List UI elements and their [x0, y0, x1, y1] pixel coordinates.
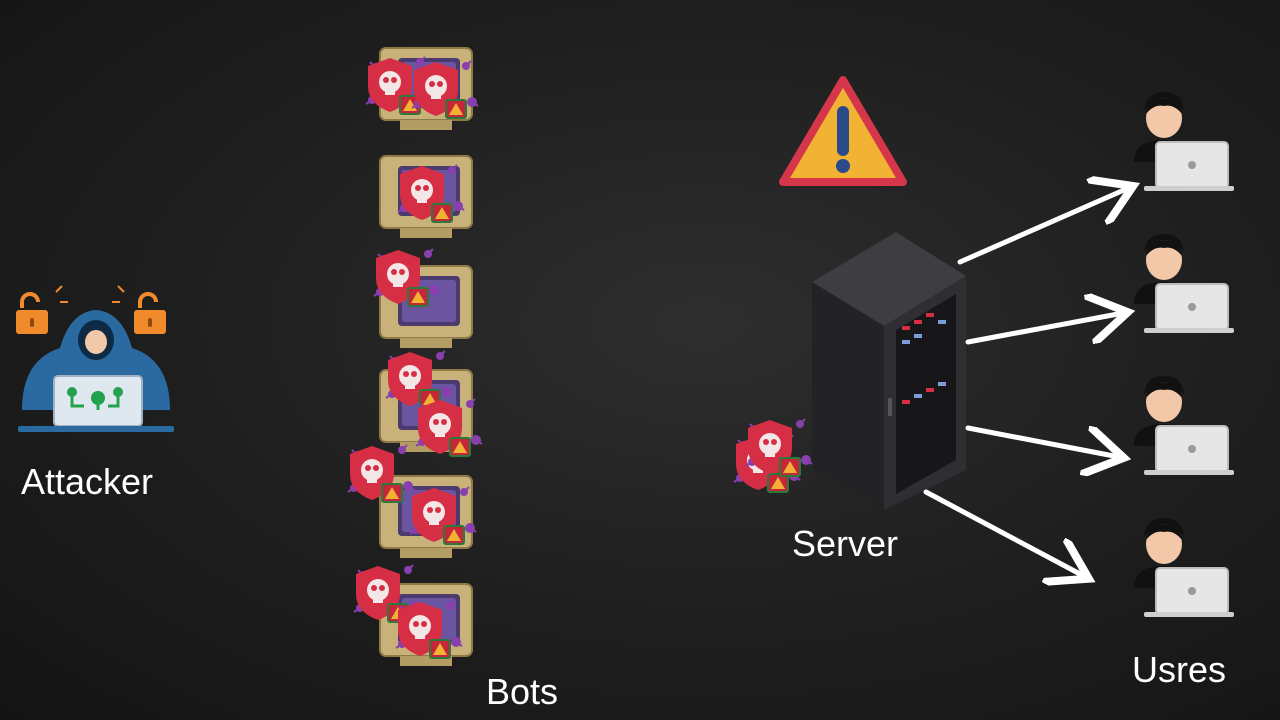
user-laptop-icon	[1133, 517, 1235, 618]
arrow-to-user-4	[923, 489, 1080, 574]
warning-icon	[779, 76, 907, 186]
server-label: Server	[792, 523, 899, 564]
infected-computer-icon	[373, 248, 473, 349]
bots-label: Bots	[486, 671, 559, 712]
user-laptop-icon	[1133, 233, 1235, 334]
unlocked-padlock-icon	[14, 292, 50, 336]
arrow-to-user-3	[965, 425, 1114, 456]
arrows	[923, 190, 1124, 574]
infected-computer-icon	[365, 47, 479, 131]
unlocked-padlock-icon	[132, 292, 168, 336]
users-label: Usres	[1132, 649, 1227, 690]
spark-icon	[55, 285, 125, 303]
hacker-icon	[18, 310, 174, 432]
user-laptop-icon	[1133, 375, 1235, 476]
user-laptop-icon	[1133, 91, 1235, 192]
users-group	[1133, 91, 1235, 618]
attacker-group	[14, 285, 174, 432]
arrow-to-user-2	[965, 314, 1118, 345]
attacker-label: Attacker	[21, 461, 154, 502]
infected-computer-icon	[379, 350, 483, 457]
bots-group	[347, 47, 483, 667]
server-rack-icon	[812, 232, 966, 510]
infected-computer-icon	[347, 444, 477, 559]
malware-skull-icon	[733, 418, 813, 493]
arrow-to-user-1	[957, 190, 1124, 265]
infected-computer-icon	[379, 155, 473, 239]
infected-computer-icon	[353, 564, 473, 667]
